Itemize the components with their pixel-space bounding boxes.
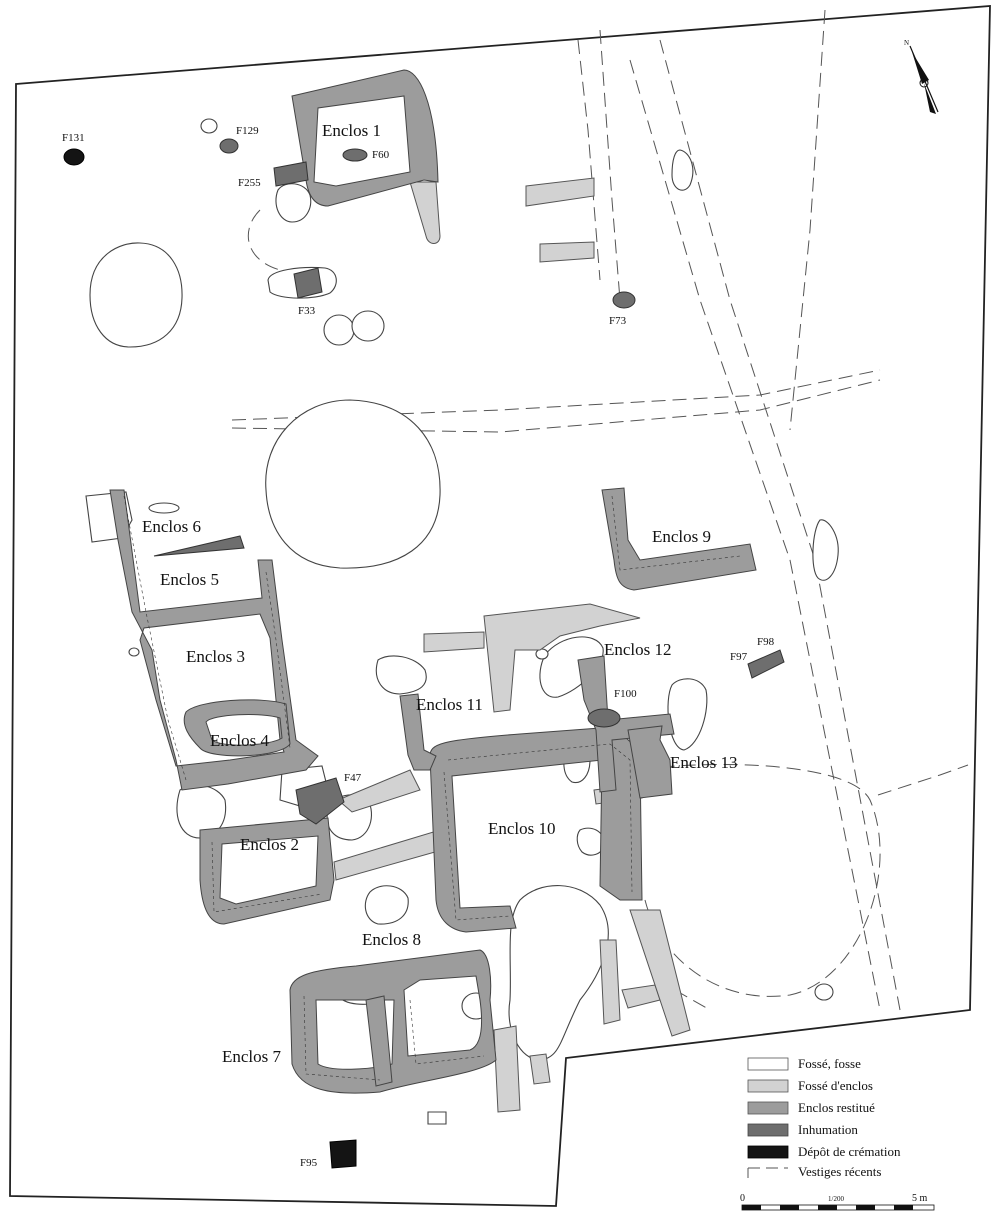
label-f33: F33 bbox=[298, 305, 316, 317]
f97-f98-burial bbox=[747, 649, 785, 679]
label-enclos-10: Enclos 10 bbox=[488, 819, 556, 838]
legend-swatch-fosse-enclos bbox=[747, 1079, 789, 1093]
large-pits bbox=[89, 149, 839, 581]
legend-swatch-inhumation bbox=[747, 1123, 789, 1137]
f255-burial bbox=[273, 161, 309, 187]
scale-end: 5 m bbox=[912, 1193, 928, 1204]
f47-burial bbox=[295, 777, 345, 825]
legend-swatch-enclos-restitue bbox=[747, 1101, 789, 1115]
label-enclos-11: Enclos 11 bbox=[416, 695, 483, 714]
label-enclos-8: Enclos 8 bbox=[362, 930, 421, 949]
north-label: N bbox=[904, 39, 909, 47]
legend-label-fosse-enclos: Fossé d'enclos bbox=[798, 1078, 873, 1093]
f73-burial bbox=[612, 291, 636, 309]
excavation-boundary bbox=[9, 5, 991, 1207]
label-enclos-9: Enclos 9 bbox=[652, 527, 711, 546]
label-enclos-7: Enclos 7 bbox=[222, 1047, 282, 1066]
legend-label-enclos-restitue: Enclos restitué bbox=[798, 1100, 875, 1115]
cremations bbox=[63, 148, 357, 1169]
label-f60: F60 bbox=[372, 149, 390, 161]
f131-cremation bbox=[63, 148, 85, 166]
label-enclos-13: Enclos 13 bbox=[670, 753, 738, 772]
scale-start: 0 bbox=[740, 1193, 745, 1204]
f100-burial bbox=[587, 708, 621, 728]
label-enclos-5: Enclos 5 bbox=[160, 570, 219, 589]
label-enclos-2: Enclos 2 bbox=[240, 835, 299, 854]
inhumations bbox=[219, 138, 785, 825]
label-f255: F255 bbox=[238, 177, 261, 189]
enclosure-ditches bbox=[333, 177, 691, 1113]
legend-label-recent: Vestiges récents bbox=[798, 1164, 881, 1179]
scale-ratio: 1/200 bbox=[828, 1195, 844, 1203]
restitution-lines bbox=[123, 495, 741, 1081]
legend-label-inhumation: Inhumation bbox=[798, 1122, 858, 1137]
label-f97: F97 bbox=[730, 651, 748, 663]
label-enclos-12: Enclos 12 bbox=[604, 640, 672, 659]
f60-burial bbox=[342, 148, 368, 162]
label-f95: F95 bbox=[300, 1157, 318, 1169]
feature-labels: F131 F129 F60 F255 F33 F73 F47 F97 F98 F… bbox=[62, 125, 775, 1169]
label-f129: F129 bbox=[236, 125, 259, 137]
legend-swatch-cremation bbox=[747, 1145, 789, 1159]
scale-bar: 0 1/200 5 m bbox=[740, 1193, 935, 1211]
label-f47: F47 bbox=[344, 772, 362, 784]
legend-swatch-fosse bbox=[747, 1057, 789, 1071]
legend-label-fosse: Fossé, fosse bbox=[798, 1056, 861, 1071]
label-f131: F131 bbox=[62, 132, 85, 144]
north-arrow: N bbox=[904, 39, 939, 114]
f95-cremation bbox=[329, 1139, 357, 1169]
enclosure-labels: Enclos 1 Enclos 2 Enclos 3 Enclos 4 Encl… bbox=[142, 121, 738, 1066]
f129-burial bbox=[219, 138, 239, 154]
label-enclos-1: Enclos 1 bbox=[322, 121, 381, 140]
legend: Fossé, fosse Fossé d'enclos Enclos resti… bbox=[747, 1056, 901, 1179]
label-f73: F73 bbox=[609, 315, 627, 327]
f33-burial bbox=[293, 267, 323, 299]
label-enclos-4: Enclos 4 bbox=[210, 731, 270, 750]
enclos-6-ditch bbox=[153, 535, 245, 557]
label-enclos-3: Enclos 3 bbox=[186, 647, 245, 666]
label-f98: F98 bbox=[757, 636, 775, 648]
legend-label-cremation: Dépôt de crémation bbox=[798, 1144, 901, 1159]
label-f100: F100 bbox=[614, 688, 637, 700]
label-enclos-6: Enclos 6 bbox=[142, 517, 201, 536]
